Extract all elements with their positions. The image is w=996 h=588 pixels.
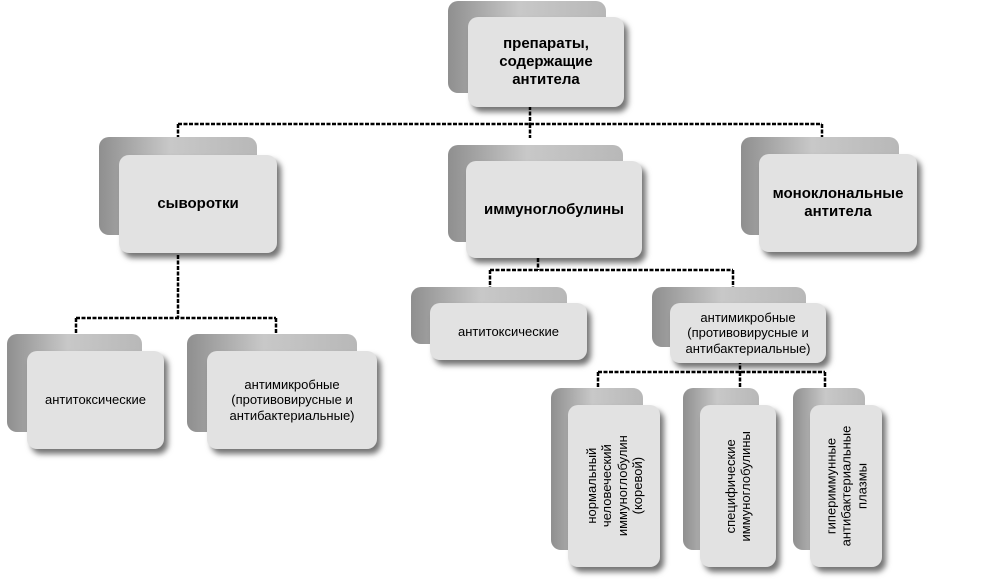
label-root: препараты, содержащие антитела (499, 35, 593, 88)
label-serums-antimicrobial: антимикробные (противовирусные и антибак… (229, 376, 355, 423)
node-specific-ig: специфические иммуноглобулины (683, 388, 783, 570)
node-serums-antimicrobial: антимикробные (противовирусные и антибак… (187, 334, 379, 452)
connector-immunoglobulins (488, 258, 735, 288)
label-ig-antimicrobial: антимикробные (противовирусные и антибак… (685, 309, 811, 356)
label-specific-ig: специфические иммуноглобулины (722, 430, 754, 542)
node-hyperimmune-plasma: гипериммунные антибактериальные плазмы (793, 388, 893, 570)
node-monoclonal: моноклональные антитела (741, 137, 919, 255)
node-ig-antitoxic: антитоксические (411, 287, 589, 363)
node-normal-human-ig: нормальный человеческий иммуноглобулин (… (551, 388, 691, 570)
label-ig-antitoxic: антитоксические (458, 323, 559, 339)
label-monoclonal: моноклональные антитела (772, 185, 904, 220)
node-immunoglobulins: иммуноглобулины (448, 145, 643, 260)
node-root: препараты, содержащие антитела (448, 1, 626, 109)
label-serums-antitoxic: антитоксические (45, 392, 146, 408)
node-serums-antitoxic: антитоксические (7, 334, 164, 452)
label-serums: сыворотки (157, 195, 239, 212)
node-ig-antimicrobial: антимикробные (противовирусные и антибак… (652, 287, 828, 365)
connector-ig-antimicrobial (596, 360, 827, 388)
label-hyperimmune-plasma: гипериммунные антибактериальные плазмы (823, 425, 869, 547)
node-serums: сыворотки (99, 137, 279, 255)
label-immunoglobulins: иммуноглобулины (484, 200, 624, 218)
label-normal-human-ig: нормальный человеческий иммуноглобулин (… (583, 435, 645, 537)
connector-serums (74, 255, 278, 336)
